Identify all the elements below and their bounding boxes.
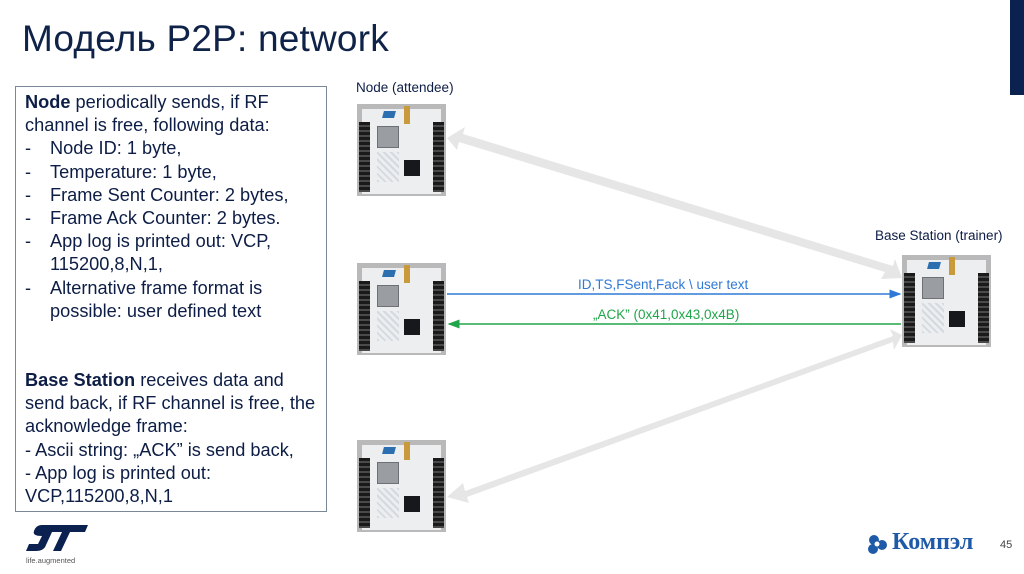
page-number: 45 [1000, 539, 1013, 551]
list-item: -Frame Sent Counter: 2 bytes, [25, 184, 289, 205]
base-line: - App log is printed out: [25, 462, 212, 483]
node-board-image [357, 263, 446, 355]
link-arrow-node1-base [447, 127, 902, 279]
st-tagline: life.augmented [26, 556, 76, 565]
link-arrow-node3-base [447, 329, 902, 503]
base-heading: Base Station [25, 370, 136, 391]
node-board-image [357, 104, 446, 196]
list-item: -Frame Ack Counter: 2 bytes. [25, 208, 281, 229]
slide-title: Модель P2P: network [22, 18, 389, 59]
list-item: -App log is printed out: VCP, 115200,8,N… [25, 231, 272, 275]
st-logo-icon [26, 525, 88, 551]
kompel-logo-icon [868, 535, 887, 554]
node-heading: Node [25, 92, 71, 112]
base-intro: receives data and send back, if RF chann… [25, 370, 316, 437]
list-item: -Node ID: 1 byte, [25, 138, 182, 159]
accent-bar [1010, 0, 1024, 95]
base-line: - Ascii string: „ACK” is send back, [25, 439, 294, 460]
node-description: Node periodically sends, if RF channel i… [25, 91, 318, 137]
node-board-image [357, 440, 446, 532]
base-line: VCP,115200,8,N,1 [25, 486, 173, 507]
description-box: Node periodically sends, if RF channel i… [15, 86, 327, 512]
base-description: Base Station receives data and send back… [25, 369, 318, 439]
node-label: Node (attendee) [356, 80, 454, 95]
downlink-message-label: „ACK” (0x41,0x43,0x4B) [593, 307, 740, 322]
list-item: -Alternative frame format is possible: u… [25, 277, 263, 321]
node-intro: periodically sends, if RF channel is fre… [25, 92, 270, 136]
uplink-message-label: ID,TS,FSent,Fack \ user text [578, 277, 749, 292]
partner-logo-text: Компэл [892, 529, 974, 555]
list-item: -Temperature: 1 byte, [25, 161, 217, 182]
base-station-board-image [902, 255, 991, 347]
base-station-label: Base Station (trainer) [875, 228, 1003, 243]
